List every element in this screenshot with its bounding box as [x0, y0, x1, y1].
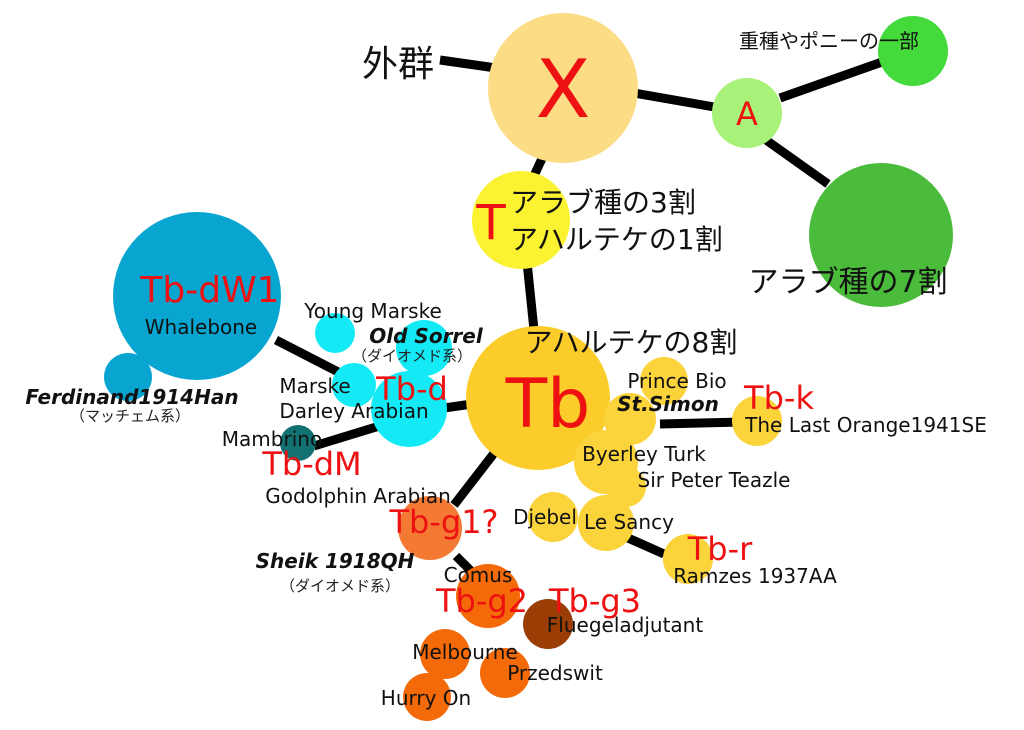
label-t-line2: アハルテケの1割: [510, 223, 723, 256]
edge-t-tb: [522, 261, 539, 331]
node-t: [472, 171, 570, 269]
edge-tbdw1-tbd: [273, 335, 349, 381]
label-heavy-pony: 重種やポニーの一部: [739, 29, 919, 53]
hap-label-tb: Tb: [505, 365, 591, 444]
label-sir-peter-teazle: Sir Peter Teazle: [638, 468, 791, 492]
node-marske: [332, 363, 376, 407]
label-sheik: Sheik 1918QH: [256, 549, 415, 573]
node-x: [488, 13, 638, 163]
label-fluegeladjutant: Fluegeladjutant: [547, 613, 704, 637]
label-young-marske: Young Marske: [303, 299, 442, 323]
label-t-line1: アラブ種の3割: [510, 186, 696, 219]
edge-outgroup-x: [439, 55, 497, 73]
label-mambrino: Mambrino: [222, 427, 322, 451]
node-tb: [466, 326, 610, 470]
label-st-simon: St.Simon: [617, 392, 719, 416]
label-darley-arabian: Darley Arabian: [279, 399, 428, 423]
hap-label-tb-k: Tb-k: [743, 379, 814, 417]
edge-tb-tbg1: [450, 449, 499, 508]
edge-a-heavy: [778, 57, 884, 103]
label-le-sancy: Le Sancy: [584, 510, 674, 534]
label-melbourne: Melbourne: [412, 640, 518, 664]
label-byerley-turk: Byerley Turk: [582, 442, 706, 466]
node-tb-dm: [280, 425, 316, 461]
horse-labels: Whalebone Young Marske Old Sorrel （ダイオメド…: [25, 299, 986, 710]
hap-label-tb-dm: Tb-dM: [261, 445, 361, 483]
label-diomed-1: （ダイオメド系）: [352, 347, 472, 365]
label-ramzes: Ramzes 1937AA: [673, 564, 837, 588]
edge-tbg1-tbg2: [452, 552, 476, 576]
node-tb-g1: [398, 496, 462, 560]
edge-tb-tbk: [659, 417, 743, 429]
node-tb-r: [663, 534, 713, 584]
label-outgroup: 外群: [362, 44, 434, 85]
label-comus: Comus: [444, 563, 513, 587]
node-tb-g2: [456, 564, 520, 628]
label-ferdinand: Ferdinand1914Han: [25, 385, 238, 409]
node-djebel: [528, 492, 578, 542]
edge-tbd-tbdm: [312, 419, 388, 451]
label-przedswit: Przedswit: [507, 661, 603, 685]
node-tb-dw1: [113, 212, 281, 380]
edge-a-arab7: [763, 136, 831, 188]
region-labels: 外群 重種やポニーの一部 アラブ種の7割 アラブ種の3割 アハルテケの1割 アハ…: [362, 29, 948, 359]
label-marske: Marske: [279, 374, 350, 398]
node-tb-d: [371, 371, 447, 447]
hap-label-tb-g1: Tb-g1?: [388, 503, 498, 541]
label-arab-70: アラブ種の7割: [748, 265, 947, 300]
node-arab-70: [809, 163, 953, 307]
hap-label-tb-r: Tb-r: [687, 530, 753, 568]
network-edges: [273, 55, 884, 576]
label-godolphin: Godolphin Arabian: [265, 484, 451, 508]
node-heavy-pony: [878, 16, 948, 86]
node-przedswit: [480, 648, 530, 698]
node-tb-g3: [523, 599, 573, 649]
hap-label-tb-dw1: Tb-dW1: [139, 270, 279, 311]
node-hurry-on: [403, 673, 451, 721]
node-ferdinand: [104, 353, 152, 401]
label-akhal-80: アハルテケの8割: [525, 326, 738, 359]
label-matchem: （マッチェム系）: [70, 407, 190, 425]
hap-label-x: X: [536, 43, 591, 136]
hap-label-tb-g2: Tb-g2: [435, 582, 528, 620]
node-young-marske: [315, 313, 355, 353]
node-le-sancy: [578, 495, 634, 551]
label-djebel: Djebel: [513, 505, 577, 529]
hap-label-a: A: [736, 95, 758, 133]
label-whalebone: Whalebone: [145, 315, 257, 339]
label-hurry-on: Hurry On: [381, 686, 471, 710]
hap-label-t: T: [475, 195, 506, 251]
edge-x-a: [627, 87, 721, 113]
network-nodes: [104, 13, 953, 721]
node-a: [712, 78, 782, 148]
node-tb-k: [732, 396, 782, 446]
label-diomed-2: （ダイオメド系）: [280, 577, 400, 595]
node-old-sorrel: [396, 320, 452, 376]
node-prince-bio: [640, 357, 688, 405]
hap-label-tb-d: Tb-d: [375, 370, 448, 408]
hap-label-tb-g3: Tb-g3: [548, 582, 641, 620]
haplogroup-labels: X A T Tb Tb-dW1 Tb-d Tb-dM Tb-k Tb-r Tb-…: [139, 43, 814, 620]
node-melbourne: [420, 629, 470, 679]
label-last-orange: The Last Orange1941SE: [744, 413, 987, 437]
label-prince-bio: Prince Bio: [627, 369, 726, 393]
edge-tb-tbr: [626, 533, 666, 559]
label-old-sorrel: Old Sorrel: [369, 324, 484, 348]
